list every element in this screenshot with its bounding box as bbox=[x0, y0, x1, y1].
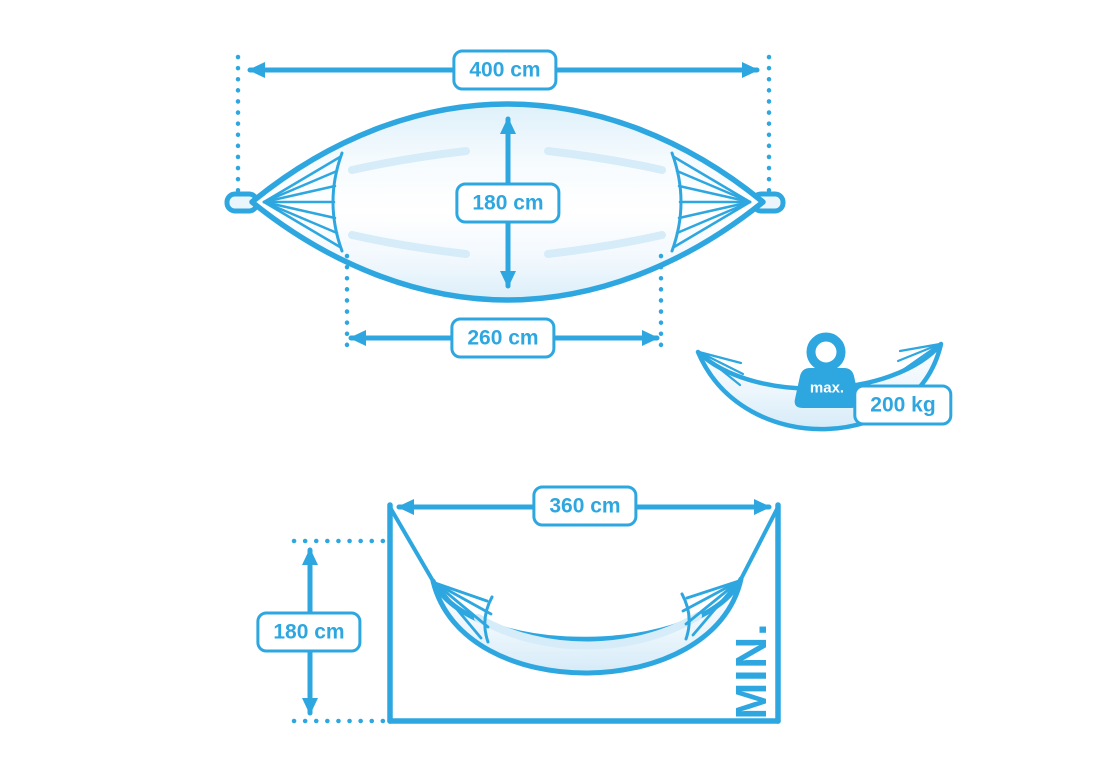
weight-block-icon bbox=[794, 368, 860, 408]
flat-hammock-strings-right bbox=[670, 151, 752, 253]
total-length-label: 400 cm bbox=[452, 49, 558, 91]
height-label: 180 cm bbox=[256, 611, 362, 653]
span-label: 360 cm bbox=[532, 485, 638, 527]
hanging-hammock-strings-left bbox=[433, 581, 494, 644]
weight-ring-icon bbox=[806, 332, 846, 372]
min-space-label: MIN. bbox=[727, 622, 776, 720]
hanging-hammock-bed bbox=[430, 576, 744, 676]
capacity-hammock-strings bbox=[697, 342, 942, 387]
flat-hammock-creases bbox=[348, 147, 666, 258]
bed-length-label: 260 cm bbox=[450, 317, 556, 359]
max-weight-text: max. bbox=[809, 379, 845, 397]
hanging-hammock-crease bbox=[474, 612, 702, 650]
rope-right bbox=[739, 507, 779, 581]
max-weight-label: 200 kg bbox=[853, 384, 953, 426]
hanging-hammock-strings-right bbox=[680, 579, 741, 641]
flat-hammock-strings-left bbox=[262, 151, 344, 253]
width-label: 180 cm bbox=[455, 182, 561, 224]
hanging-hammock-illustration bbox=[387, 502, 781, 724]
rope-left bbox=[389, 507, 435, 583]
